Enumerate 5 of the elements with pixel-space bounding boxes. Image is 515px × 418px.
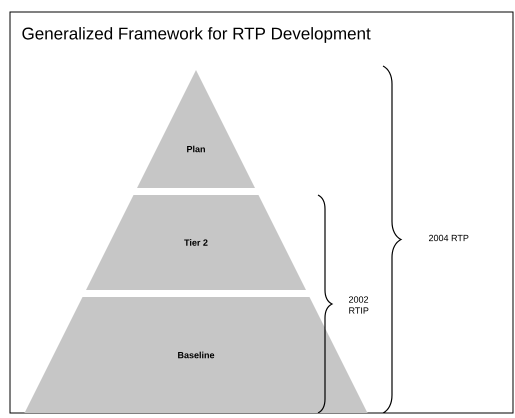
- title: Generalized Framework for RTP Development: [22, 27, 371, 43]
- pyramid-band: Tier 2: [86, 195, 306, 290]
- bracket-label: 2004 RTP: [428, 234, 468, 242]
- pyramid-band: Plan: [137, 70, 255, 188]
- bracket-label: 2002 RTIP: [348, 296, 368, 314]
